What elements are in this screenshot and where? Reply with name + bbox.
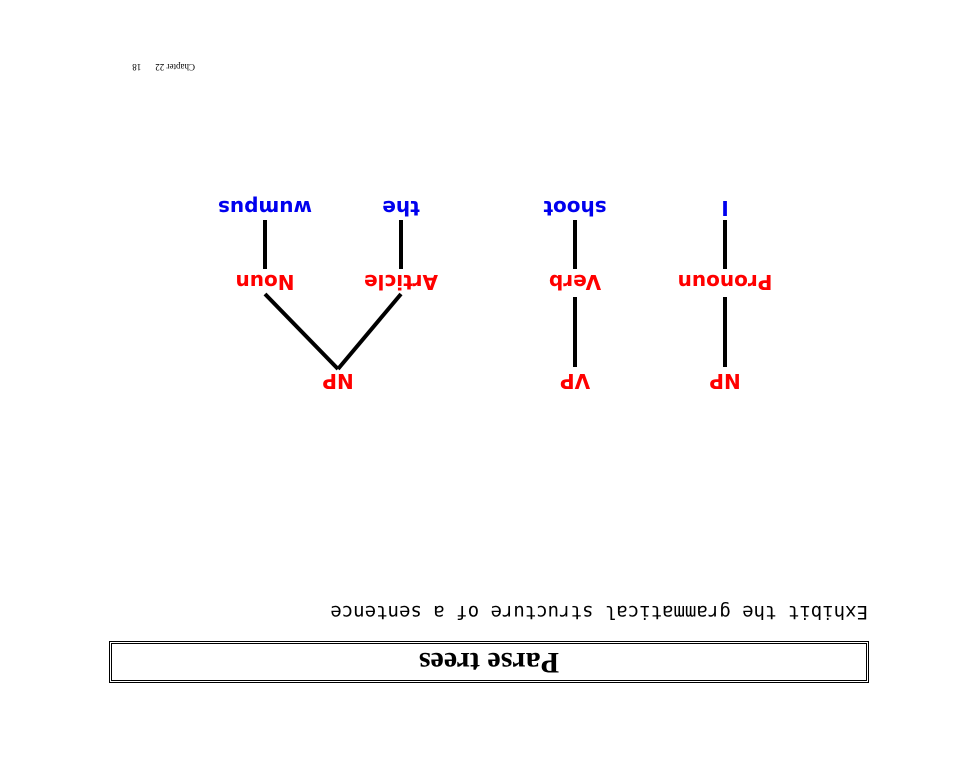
node-np-object: NP [322,369,353,393]
node-article: Article [364,270,438,294]
edge-np2-article [336,292,403,371]
node-np-subject: NP [709,369,740,393]
word-the: the [382,196,419,220]
word-i: I [721,196,728,220]
node-verb: Verb [549,270,601,294]
word-wumpus: wumpus [218,196,312,220]
word-shoot: shoot [543,196,607,220]
node-pronoun: Pronoun [678,270,773,294]
node-noun: Noun [236,270,295,294]
node-vp: VP [560,369,590,393]
edge-np2-noun [263,292,340,371]
